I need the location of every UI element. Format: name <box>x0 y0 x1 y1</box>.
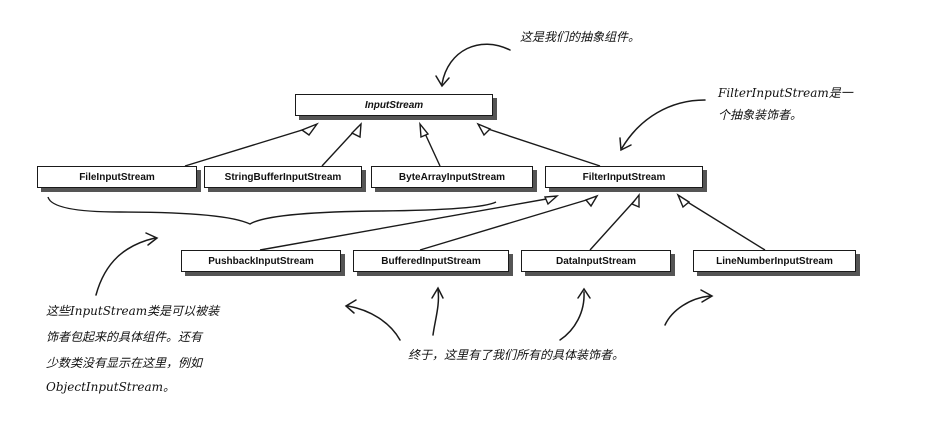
arrow-to-linenumber <box>664 295 711 326</box>
inherit-arrowhead <box>419 121 430 139</box>
class-box-inputstream: InputStream <box>295 94 493 116</box>
class-box-datainputstream: DataInputStream <box>521 250 671 272</box>
inherit-line-linenumber <box>680 197 766 251</box>
inherit-line-file <box>184 126 313 167</box>
class-box-linenumberinputstream: LineNumberInputStream <box>693 250 856 272</box>
note-abstract-decorator-line1: FilterInputStream是一 <box>718 86 853 100</box>
note-concrete-decorators: 终于，这里有了我们所有的具体装饰者。 <box>408 348 625 362</box>
arrow-to-components <box>95 237 156 296</box>
class-box-pushbackinputstream: PushbackInputStream <box>181 250 341 272</box>
note-abstract-decorator-line2: 个抽象装饰者。 <box>718 108 803 122</box>
note-concrete-components-line1: 这些InputStream类是可以被装 <box>46 304 220 318</box>
class-box-filterinputstream: FilterInputStream <box>545 166 703 188</box>
inherit-arrowhead <box>350 122 362 139</box>
note-concrete-components-line4: ObjectInputStream。 <box>46 380 176 394</box>
class-box-stringbufferinputstream: StringBufferInputStream <box>204 166 362 188</box>
inherit-arrowhead <box>476 122 492 137</box>
inherit-line-data <box>589 197 638 251</box>
inherit-line-buffered <box>419 197 594 251</box>
arrow-to-data <box>559 291 585 341</box>
inherit-arrowhead <box>630 192 640 209</box>
arrow-to-inputstream <box>441 43 511 85</box>
class-box-fileinputstream: FileInputStream <box>37 166 197 188</box>
note-concrete-components-line3: 少数类没有显示在这里，例如 <box>46 356 203 370</box>
class-box-bytearrayinputstream: ByteArrayInputStream <box>371 166 533 188</box>
arrow-to-filterinputstream <box>621 99 706 149</box>
inherit-arrowhead <box>300 122 319 136</box>
note-abstract-component: 这是我们的抽象组件。 <box>520 30 641 44</box>
class-box-bufferedinputstream: BufferedInputStream <box>353 250 509 272</box>
inherit-line-filter <box>481 126 601 167</box>
arrow-to-pushback <box>347 305 401 341</box>
inherit-arrowhead <box>584 194 599 208</box>
inherit-arrowhead <box>676 193 691 209</box>
inherit-line-pushback <box>259 197 553 251</box>
components-brace <box>47 196 497 225</box>
arrow-to-buffered <box>432 289 440 336</box>
note-concrete-components-line2: 饰者包起来的具体组件。还有 <box>46 330 203 344</box>
inherit-arrowhead <box>543 195 560 206</box>
